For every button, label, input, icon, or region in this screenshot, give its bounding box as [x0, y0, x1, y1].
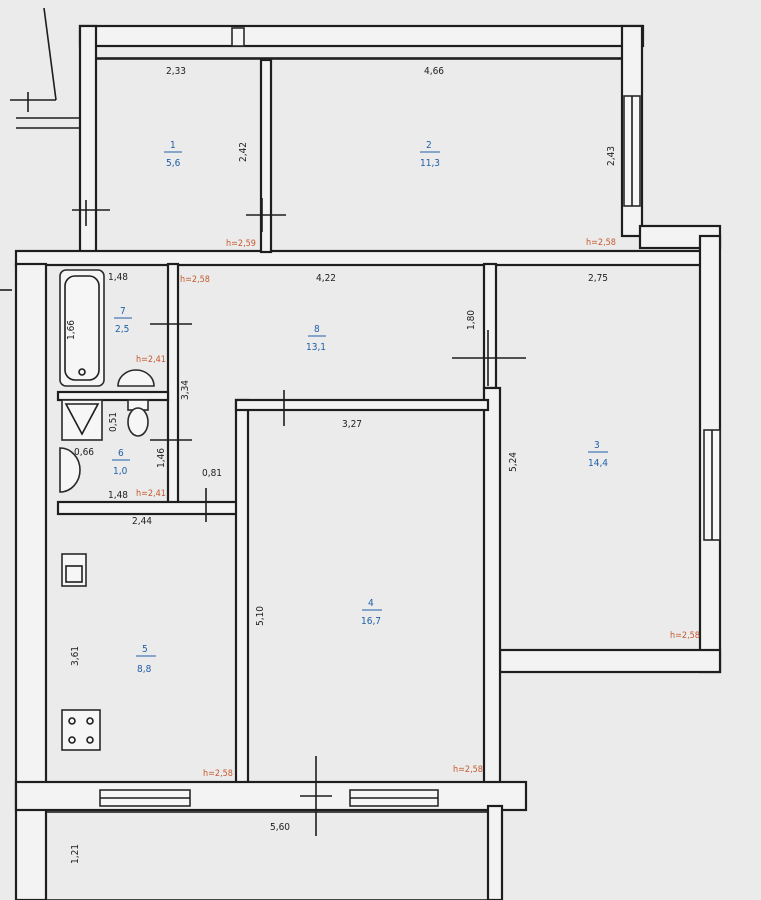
- room-area: 1,0: [113, 466, 128, 477]
- dimension-label: 2,44: [132, 516, 152, 527]
- sink-icon: [117, 369, 155, 387]
- ceiling-height: h=2,41: [136, 489, 166, 499]
- dimension-label: 4,22: [316, 273, 336, 284]
- dimension-label: 2,43: [606, 146, 617, 166]
- dimension-label: 3,61: [70, 646, 81, 666]
- dimension-label: 5,60: [270, 822, 290, 833]
- dimension-label: 2,42: [238, 142, 249, 162]
- room-number: 1: [170, 140, 176, 151]
- dimension-label: 0,66: [74, 447, 94, 458]
- toilet-icon: [127, 407, 149, 437]
- ceiling-height: h=2,58: [670, 631, 700, 641]
- room-3: 2,75 5,24 3 14,4 h=2,58: [508, 273, 700, 641]
- walls: [14, 24, 722, 900]
- dimension-label: 5,24: [508, 452, 519, 472]
- room-number: 4: [368, 598, 374, 609]
- dimension-label: 3,34: [180, 380, 191, 400]
- room-5: 2,44 3,61 5 8,8 h=2,58: [70, 516, 233, 779]
- ceiling-height: h=2,58: [586, 238, 616, 248]
- room-1: 2,33 2,42 1 5,6 h=2,59: [164, 66, 256, 249]
- balcony: 5,60 1,21: [45, 811, 489, 900]
- room-area: 5,6: [166, 158, 181, 169]
- ceiling-height: h=2,58: [453, 765, 483, 775]
- room-area: 13,1: [306, 342, 326, 353]
- room-area: 16,7: [361, 616, 381, 627]
- dimension-label: 2,33: [166, 66, 186, 77]
- ceiling-height: h=2,41: [136, 355, 166, 365]
- room-number: 5: [142, 644, 148, 655]
- bathtub-icon: [59, 269, 105, 387]
- dimension-label: 1,48: [108, 272, 128, 283]
- dimension-label: 1,66: [66, 320, 77, 340]
- windows: [99, 27, 721, 807]
- room-number: 6: [118, 448, 124, 459]
- dimension-label: 0,51: [108, 412, 119, 432]
- room-area: 11,3: [420, 158, 440, 169]
- stove-icon: [61, 709, 101, 751]
- dimension-label: 4,66: [424, 66, 444, 77]
- room-area: 14,4: [588, 458, 608, 469]
- dimension-label: 0,81: [202, 468, 222, 479]
- dimension-label: 1,48: [108, 490, 128, 501]
- ceiling-height: h=2,58: [203, 769, 233, 779]
- room-number: 8: [314, 324, 320, 335]
- wc-sink-icon: [59, 447, 81, 493]
- dimension-label: 2,75: [588, 273, 608, 284]
- room-number: 7: [120, 306, 126, 317]
- room-6: 0,66 1,46 1,48 0,51 6 1,0 h=2,41: [74, 412, 167, 501]
- dimension-label: 3,27: [342, 419, 362, 430]
- ceiling-height: h=2,58: [180, 275, 210, 285]
- room-4: 3,27 5,10 4 16,7 h=2,58: [255, 419, 483, 775]
- dimension-label: 5,10: [255, 606, 266, 626]
- ceiling-height: h=2,59: [226, 239, 256, 249]
- room-number: 2: [426, 140, 432, 151]
- room-7: 1,48 1,66 7 2,5 h=2,41: [66, 272, 166, 365]
- dimension-label: 1,46: [156, 448, 167, 468]
- room-area: 2,5: [115, 324, 129, 335]
- door-marks: [0, 7, 526, 836]
- room-area: 8,8: [137, 664, 152, 675]
- fixtures: [59, 269, 155, 751]
- dimension-label: 1,21: [70, 844, 81, 864]
- room-8: 4,22 3,34 0,81 1,80 8 13,1 h=2,58: [180, 273, 477, 479]
- room-number: 3: [594, 440, 600, 451]
- room-2: 4,66 2,43 2 11,3 h=2,58: [420, 66, 617, 248]
- dimension-label: 1,80: [466, 310, 477, 330]
